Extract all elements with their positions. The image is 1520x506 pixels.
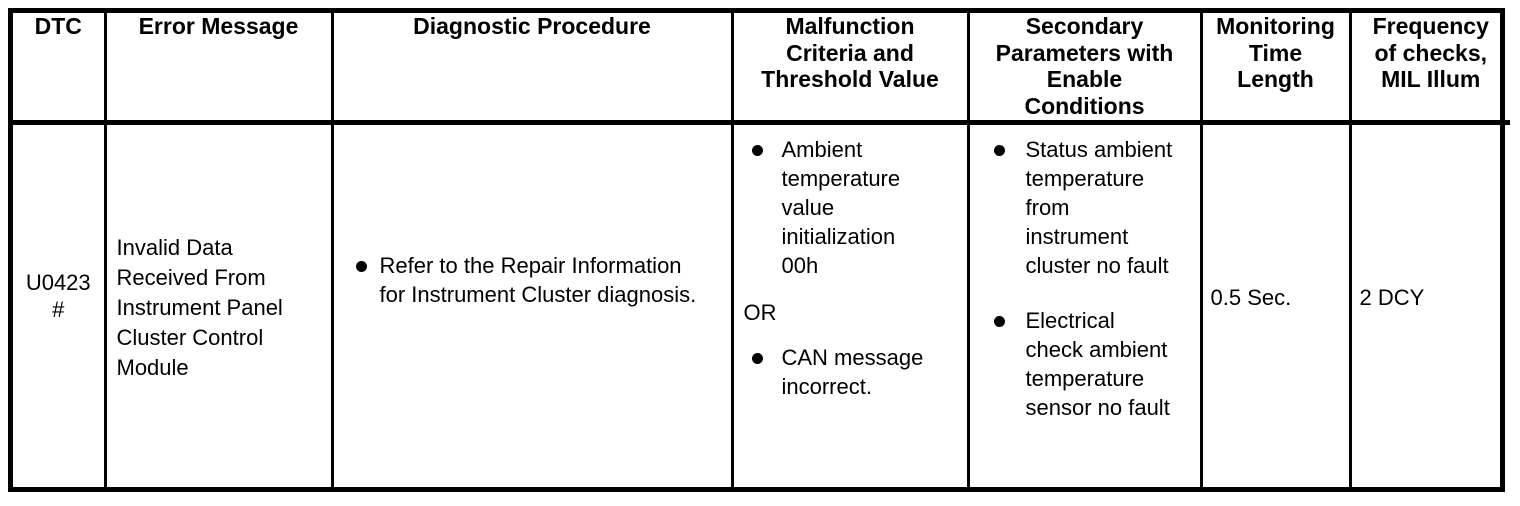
dtc-code: U0423	[25, 270, 91, 296]
bullet-list: Refer to the Repair Information for Inst…	[334, 251, 731, 309]
error-message-block: Invalid Data Received From Instrument Pa…	[107, 125, 331, 384]
text-line: Ambient	[781, 136, 863, 162]
header-line: Enable	[1046, 66, 1123, 93]
bullet-icon	[993, 145, 1005, 157]
text-line: check ambient	[1025, 336, 1168, 362]
column-header-secondary-parameters: Secondary Parameters with Enable Conditi…	[966, 13, 1203, 125]
secondary-parameters-block: Status ambient temperature from instrume…	[970, 125, 1200, 422]
header-line: Conditions	[1024, 93, 1145, 120]
frequency-of-checks-value: 2 DCY	[1359, 284, 1425, 310]
cell-diagnostic-procedure: Refer to the Repair Information for Inst…	[330, 122, 734, 487]
text-line: Status ambient	[1025, 136, 1173, 162]
header-line: Monitoring	[1216, 13, 1335, 39]
text-line: Invalid Data	[116, 234, 233, 260]
text-line: for Instrument Cluster diagnosis.	[379, 281, 697, 307]
bullet-icon	[751, 353, 763, 365]
table-row: U0423 # Invalid Data Received From Instr…	[13, 122, 1510, 487]
criteria-separator: OR	[743, 299, 777, 325]
list-item-text: Electrical check ambient temperature sen…	[1026, 306, 1200, 422]
cell-monitoring-time-length: 0.5 Sec.	[1199, 122, 1352, 487]
header-line: of checks,	[1374, 39, 1488, 66]
list-item-text: Refer to the Repair Information for Inst…	[370, 251, 731, 309]
header-line: Criteria and	[786, 39, 914, 66]
header-line: Frequency	[1372, 13, 1489, 39]
text-line: temperature	[1025, 165, 1145, 191]
dtc-table: DTC Error Message Diagnostic Procedure M…	[13, 13, 1510, 487]
dtc-marker: #	[52, 297, 65, 323]
bullet-list-before: Ambient temperature value initialization…	[734, 135, 967, 280]
list-item: Status ambient temperature from instrume…	[970, 135, 1200, 280]
malfunction-criteria-block: Ambient temperature value initialization…	[734, 125, 967, 401]
text-line: temperature	[1025, 365, 1145, 391]
text-line: cluster no fault	[1025, 252, 1169, 278]
list-item-text: Status ambient temperature from instrume…	[1026, 135, 1200, 280]
column-header-dtc: DTC	[13, 13, 107, 125]
cell-frequency-of-checks: 2 DCY	[1348, 122, 1510, 487]
header-line: Error Message	[138, 13, 299, 39]
bullet-icon	[993, 316, 1005, 328]
column-header-malfunction-criteria: Malfunction Criteria and Threshold Value	[730, 13, 970, 125]
list-item-text: Ambient temperature value initialization…	[782, 135, 967, 280]
bullet-list: Status ambient temperature from instrume…	[970, 135, 1200, 422]
column-header-monitoring-time-length: Monitoring Time Length	[1199, 13, 1352, 125]
emissions-dtc-table: DTC Error Message Diagnostic Procedure M…	[8, 8, 1510, 492]
text-line: sensor no fault	[1025, 394, 1170, 420]
header-line: Length	[1237, 66, 1314, 93]
list-item: Ambient temperature value initialization…	[734, 135, 967, 280]
diagnostic-procedure-block: Refer to the Repair Information for Inst…	[334, 125, 731, 309]
list-item: CAN message incorrect.	[734, 343, 967, 401]
text-line: Module	[116, 355, 189, 381]
text-line: Cluster Control	[116, 325, 264, 351]
list-item: Electrical check ambient temperature sen…	[970, 306, 1200, 422]
list-item: Refer to the Repair Information for Inst…	[334, 251, 731, 309]
header-line: DTC	[34, 13, 82, 39]
text-line: Electrical	[1025, 307, 1115, 333]
header-line: Secondary	[1025, 13, 1144, 39]
text-line: CAN message	[781, 344, 924, 370]
column-header-frequency-of-checks: Frequency of checks, MIL Illum	[1348, 13, 1510, 125]
text-line: temperature	[781, 165, 901, 191]
cell-malfunction-criteria: Ambient temperature value initialization…	[730, 122, 970, 487]
header-line: Diagnostic Procedure	[413, 13, 651, 39]
text-line: Received From	[116, 264, 266, 290]
header-line: MIL Illum	[1381, 66, 1481, 93]
header-line: Malfunction	[785, 13, 915, 39]
table-body: U0423 # Invalid Data Received From Instr…	[13, 122, 1510, 487]
cell-secondary-parameters: Status ambient temperature from instrume…	[966, 122, 1203, 487]
header-row: DTC Error Message Diagnostic Procedure M…	[13, 13, 1510, 125]
text-line: initialization	[781, 223, 896, 249]
text-line: from	[1025, 194, 1070, 220]
header-line: Threshold Value	[761, 66, 939, 93]
dtc-value-block: U0423 #	[13, 125, 104, 470]
text-line: Instrument Panel	[116, 294, 283, 320]
bullet-list-after: CAN message incorrect.	[734, 343, 967, 401]
text-line: Refer to the Repair Information	[379, 252, 682, 278]
text-line: instrument	[1025, 223, 1129, 249]
list-item-text: CAN message incorrect.	[782, 343, 967, 401]
bullet-icon	[355, 261, 367, 273]
header-line: Parameters with	[995, 39, 1174, 66]
cell-dtc: U0423 #	[13, 122, 107, 487]
column-header-diagnostic-procedure: Diagnostic Procedure	[330, 13, 734, 125]
column-header-error-message: Error Message	[103, 13, 334, 125]
text-line: incorrect.	[781, 373, 872, 399]
text-line: value	[781, 194, 835, 220]
text-line: 00h	[781, 252, 819, 278]
monitoring-time-value: 0.5 Sec.	[1210, 284, 1292, 310]
table-header: DTC Error Message Diagnostic Procedure M…	[13, 13, 1510, 125]
bullet-icon	[751, 145, 763, 157]
header-line: Time	[1248, 39, 1303, 66]
cell-error-message: Invalid Data Received From Instrument Pa…	[103, 122, 334, 487]
